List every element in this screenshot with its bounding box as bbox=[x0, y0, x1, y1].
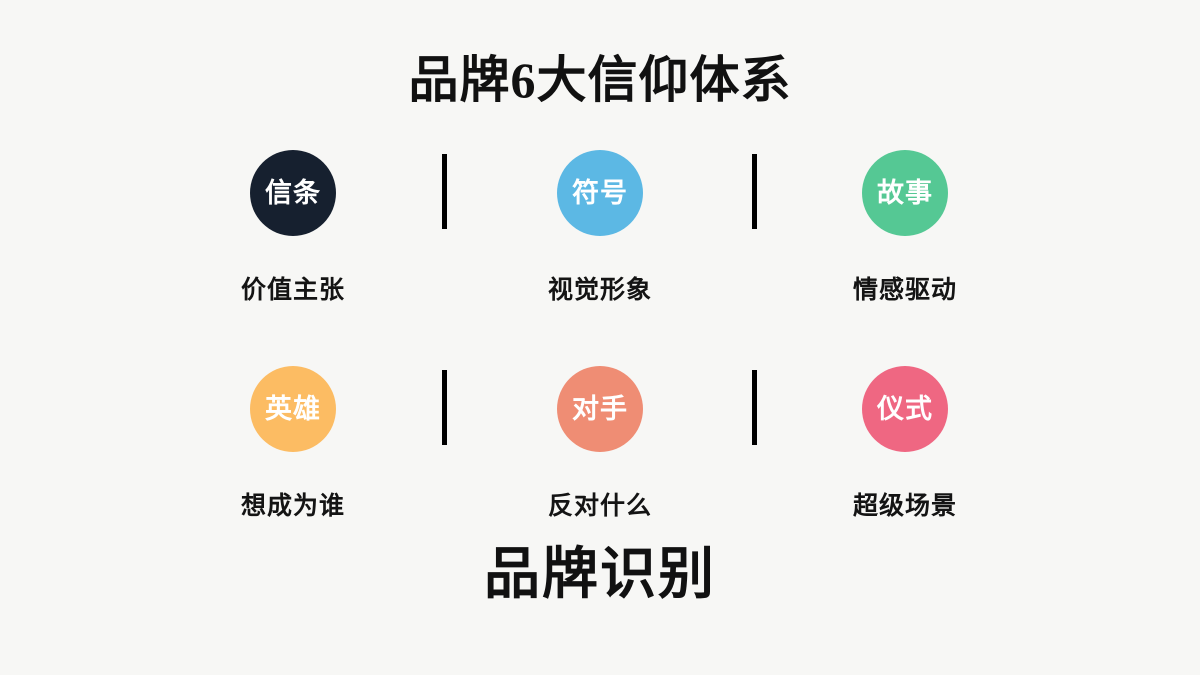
pillar-badge-label: 英雄 bbox=[265, 393, 321, 424]
pillar-badge-circle: 符号 bbox=[557, 150, 643, 236]
page-title: 品牌6大信仰体系 bbox=[408, 52, 792, 108]
pillar-item-yiShi[interactable]: 仪式 超级场景 bbox=[795, 356, 1015, 521]
pillar-badge-label: 信条 bbox=[265, 177, 321, 208]
pillar-caption: 超级场景 bbox=[852, 493, 957, 520]
pillar-row-2: 英雄 想成为谁 对手 反对什么 仪式 超级场景 bbox=[0, 356, 1200, 572]
pillar-item-duiShou[interactable]: 对手 反对什么 bbox=[490, 356, 710, 521]
pillar-badge-label: 符号 bbox=[572, 177, 628, 208]
pillar-item-yingXiong[interactable]: 英雄 想成为谁 bbox=[183, 356, 403, 521]
pillar-badge-circle: 对手 bbox=[557, 366, 643, 452]
pillar-badge-label: 故事 bbox=[877, 177, 933, 208]
pillar-divider bbox=[442, 154, 447, 229]
pillar-divider bbox=[752, 154, 757, 229]
pillar-caption: 想成为谁 bbox=[240, 493, 345, 520]
pillar-caption: 反对什么 bbox=[547, 493, 652, 520]
page-subtitle: 品牌识别 bbox=[484, 544, 716, 606]
pillar-row-1: 信条 价值主张 符号 视觉形象 故事 情感驱动 bbox=[0, 140, 1200, 356]
pillar-divider bbox=[752, 370, 757, 445]
pillar-grid: 信条 价值主张 符号 视觉形象 故事 情感驱动 bbox=[0, 140, 1200, 572]
pillar-divider bbox=[442, 370, 447, 445]
pillar-badge-circle: 故事 bbox=[862, 150, 948, 236]
pillar-badge-circle: 仪式 bbox=[862, 366, 948, 452]
pillar-item-guShi[interactable]: 故事 情感驱动 bbox=[795, 140, 1015, 305]
pillar-badge-circle: 英雄 bbox=[250, 366, 336, 452]
pillar-item-xinTiao[interactable]: 信条 价值主张 bbox=[183, 140, 403, 305]
pillar-item-fuHao[interactable]: 符号 视觉形象 bbox=[490, 140, 710, 305]
pillar-caption: 情感驱动 bbox=[852, 277, 957, 304]
pillar-caption: 视觉形象 bbox=[547, 277, 652, 304]
pillar-badge-label: 对手 bbox=[572, 393, 628, 424]
pillar-caption: 价值主张 bbox=[240, 277, 345, 304]
pillar-badge-label: 仪式 bbox=[877, 393, 933, 424]
pillar-badge-circle: 信条 bbox=[250, 150, 336, 236]
